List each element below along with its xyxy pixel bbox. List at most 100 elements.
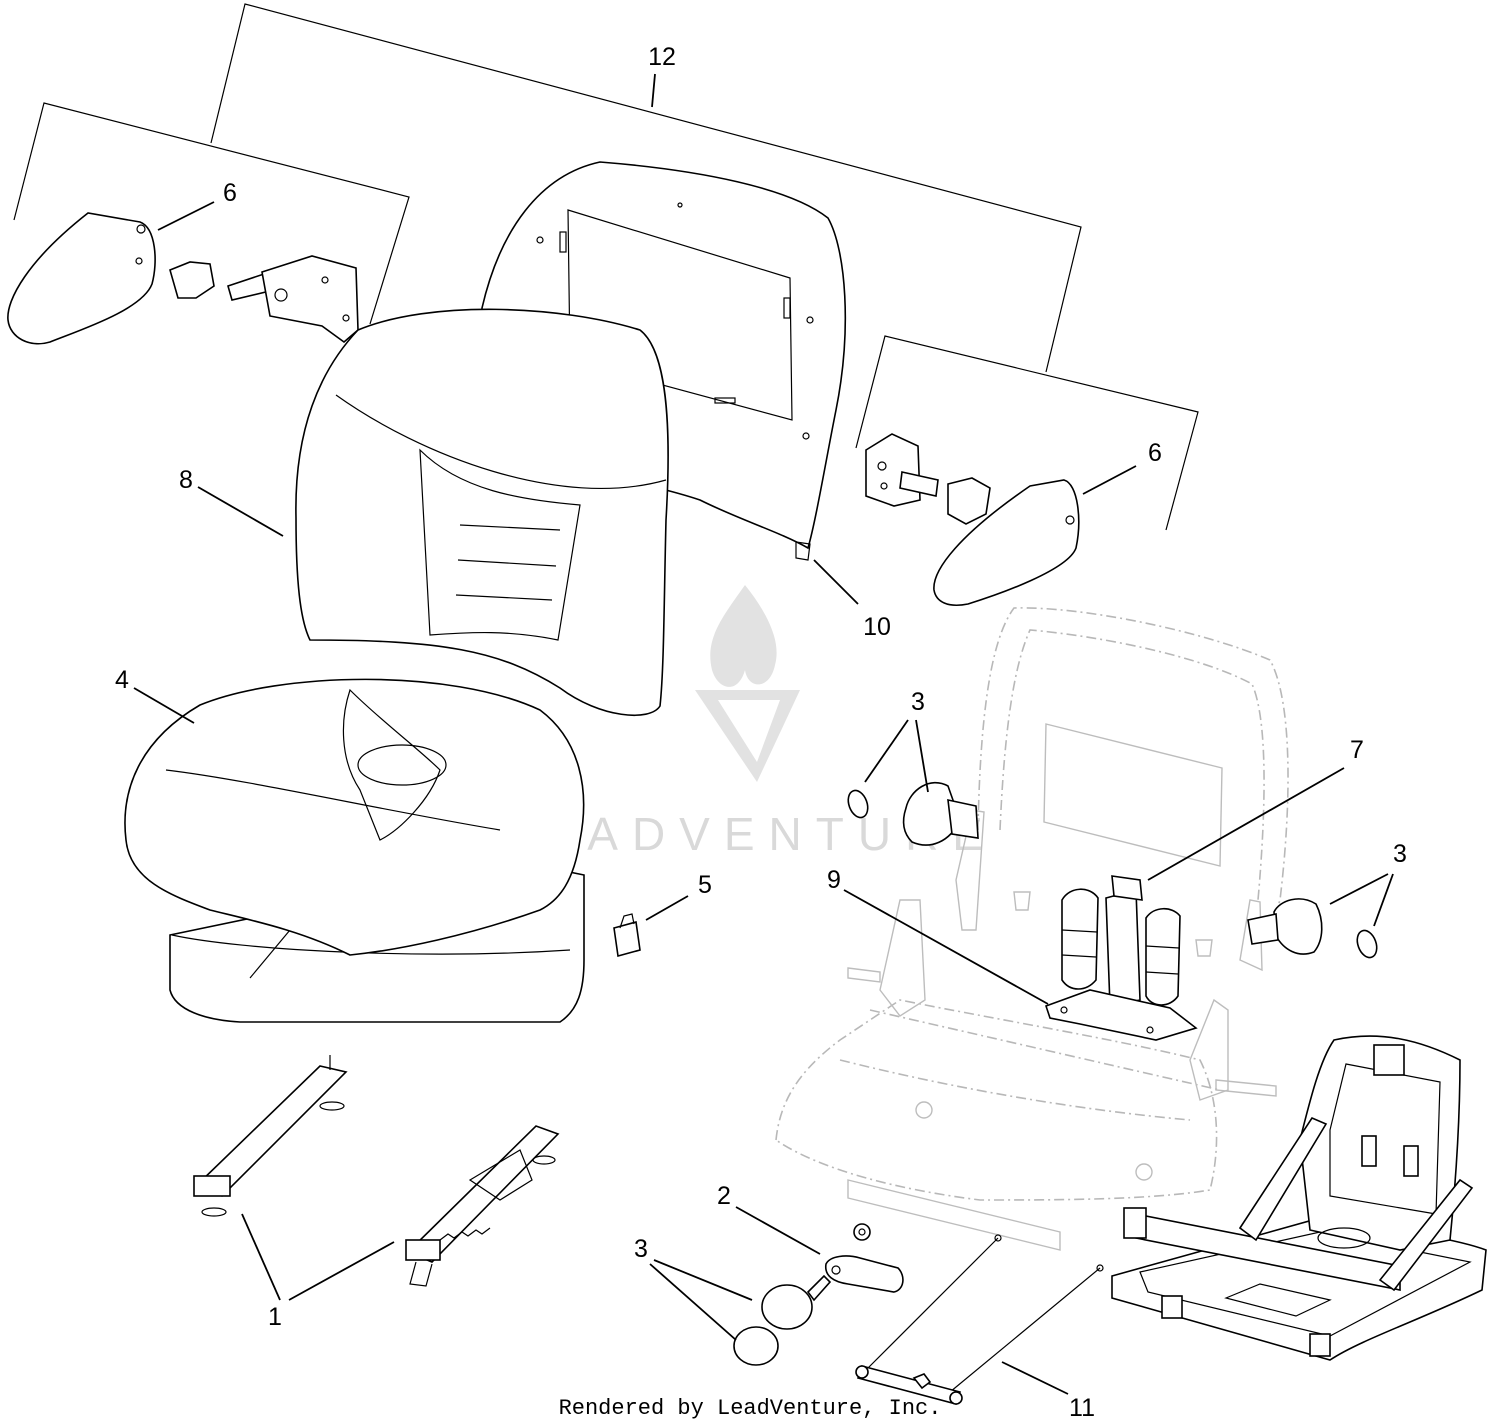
back-shell-hole — [677, 202, 683, 208]
leader-2 — [735, 1206, 821, 1255]
spring-band — [1061, 929, 1098, 933]
ghost-seat-pan — [775, 999, 1218, 1201]
back-cushion-outline — [295, 308, 669, 717]
right-armrest-pad — [933, 479, 1080, 606]
ghost-bumper — [915, 1101, 933, 1119]
spring-band — [1145, 945, 1180, 949]
suspension-top-block — [1373, 1044, 1405, 1076]
leader-1-right — [288, 1241, 395, 1301]
watermark-v-icon — [695, 690, 800, 782]
seat-cushion-center-pad — [357, 744, 447, 786]
suspension-bar-cap — [1123, 1207, 1147, 1239]
right-armrest-bracket — [855, 335, 1199, 531]
left-armrest-pad — [7, 212, 156, 345]
release-lever-group — [649, 1206, 904, 1366]
cable-rod-assembly — [855, 1234, 1104, 1405]
spring-band — [1061, 954, 1097, 958]
back-cushion-rib — [455, 594, 553, 601]
suspension-tab — [1361, 1135, 1377, 1167]
leader-8 — [197, 486, 284, 537]
callout-3-right: 3 — [1393, 840, 1407, 868]
left-armrest-pad-hole — [135, 257, 143, 265]
rod-end — [949, 1391, 963, 1405]
recliner-spring-right — [1145, 907, 1181, 1006]
callout-3-bottom: 3 — [634, 1235, 648, 1263]
back-cushion-rib — [459, 524, 561, 531]
rod-end — [855, 1365, 869, 1379]
ghost-bolt — [1195, 939, 1213, 957]
right-recliner-knob — [1273, 898, 1323, 955]
back-cushion-center-panel — [419, 448, 581, 641]
ghost-front-bar — [847, 1179, 1061, 1251]
ghost-bolt — [1013, 891, 1031, 911]
back-cushion-rib — [457, 559, 557, 567]
right-rail-foot — [532, 1155, 556, 1165]
seat-frame-reference — [775, 607, 1289, 1251]
back-shell-slot — [559, 231, 567, 253]
right-armrest-group — [855, 335, 1199, 606]
leader-1-left — [241, 1213, 281, 1301]
watermark-flame-icon — [710, 585, 777, 687]
left-mount-hole — [342, 314, 350, 322]
left-knob-shaft — [947, 798, 979, 839]
bracket-hole — [1146, 1026, 1154, 1034]
ghost-pivot-arm — [1239, 899, 1263, 972]
suspension-base — [1111, 1035, 1487, 1361]
leader-3-right-a — [1329, 873, 1389, 905]
rod-nut — [912, 1373, 932, 1390]
seat-base-seam — [249, 929, 291, 979]
leader-6-left — [157, 201, 215, 231]
callout-4: 4 — [115, 666, 129, 694]
left-mount-hole — [321, 276, 329, 284]
back-shell-tab — [795, 541, 811, 561]
left-armrest-bushing — [169, 261, 215, 299]
ghost-backrest-frame — [977, 607, 1289, 931]
left-armrest-bracket — [13, 102, 410, 325]
rendered-by-credit: Rendered by LeadVenture, Inc. — [559, 1396, 942, 1421]
lever-washer — [853, 1223, 871, 1241]
callout-6-right: 6 — [1148, 439, 1162, 467]
callout-10: 10 — [863, 613, 891, 641]
callout-6-left: 6 — [223, 179, 237, 207]
suspension-window — [1224, 1283, 1332, 1317]
suspension-bumper — [1309, 1333, 1331, 1357]
ghost-back-panel — [1043, 723, 1223, 867]
back-shell-hole — [806, 316, 814, 324]
right-mount-hole — [880, 482, 888, 490]
left-mount-hole — [274, 288, 288, 302]
callout-5: 5 — [698, 871, 712, 899]
right-knob-cap — [1356, 929, 1378, 959]
leader-3-top-a — [864, 719, 909, 783]
back-shell-slot — [714, 397, 736, 404]
back-cushion-top-seam — [335, 394, 667, 490]
seat-cushion — [124, 678, 585, 1023]
seat-cushion-well — [342, 688, 441, 841]
ghost-pin — [1215, 1079, 1277, 1097]
left-rail-foot — [319, 1101, 345, 1111]
left-recliner-knob — [902, 781, 961, 846]
leader-9 — [843, 889, 1049, 1005]
recliner-spring-left — [1061, 888, 1099, 990]
right-armrest-mount-plate — [865, 433, 921, 507]
suspension-left-arm — [1238, 1117, 1328, 1242]
cable-end — [994, 1234, 1002, 1242]
cable-right — [949, 1267, 1101, 1393]
callout-labels: 12 6 6 8 10 4 3 7 3 9 5 2 3 1 11 — [115, 43, 1407, 1422]
lever-stem — [806, 1274, 832, 1302]
seat-switch-plunger — [619, 913, 635, 929]
right-armrest-pad-hole — [1065, 515, 1075, 525]
back-shell-window — [567, 209, 793, 421]
callout-7: 7 — [1350, 736, 1364, 764]
suspension-plate-edge — [1139, 1231, 1472, 1337]
lever-knob-cap — [733, 1326, 779, 1366]
right-rail-latch — [468, 1149, 533, 1201]
suspension-inner-panel — [1329, 1063, 1441, 1215]
seat-cushion-outline — [124, 678, 585, 956]
left-armrest-pad-hole — [136, 224, 146, 234]
callout-8: 8 — [179, 466, 193, 494]
callout-12: 12 — [648, 43, 676, 71]
seat-switch-body — [613, 920, 641, 958]
cable-end — [1096, 1264, 1104, 1272]
recliner-knobs — [847, 719, 1394, 959]
